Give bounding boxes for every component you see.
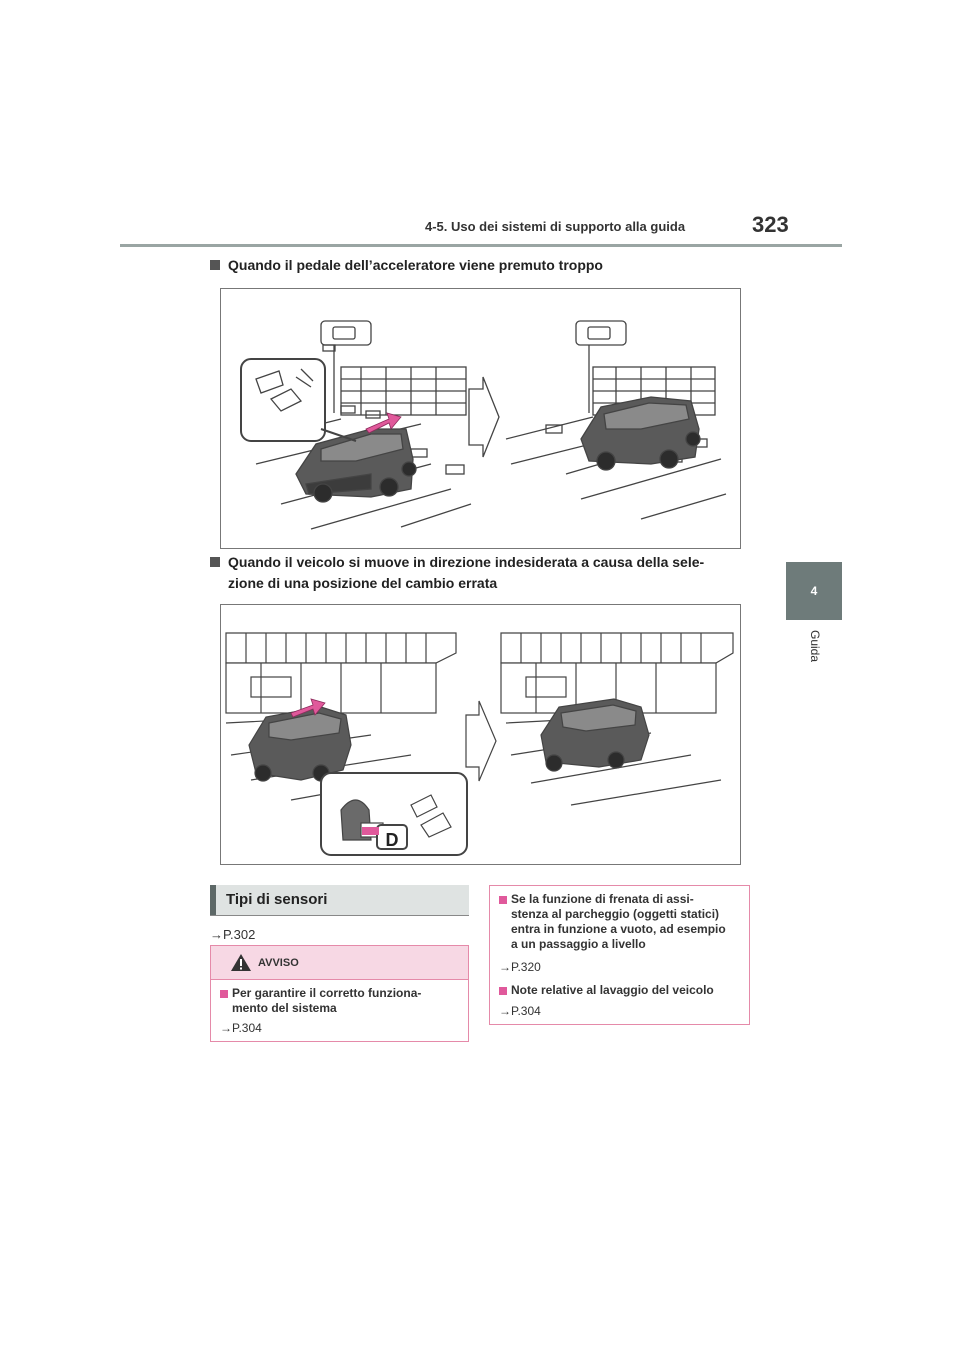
pink-square-bullet-icon: [220, 990, 228, 998]
sensor-heading-rule: [210, 915, 469, 916]
sensor-types-reference[interactable]: →P.302: [210, 927, 256, 942]
page-number: 323: [752, 212, 789, 237]
chapter-number: 4: [810, 584, 818, 598]
warning-item-heading: Per garantire il corretto funziona-mento…: [232, 986, 422, 1015]
sensor-types-heading: Tipi di sensori: [226, 891, 328, 908]
square-bullet-icon: [210, 557, 220, 567]
illustration-wrong-gear: D: [220, 604, 741, 865]
warning-box: AVVISO Per garantire il corretto funzion…: [210, 945, 469, 1042]
section-heading-wrong-gear: Quando il veicolo si muove in direzione …: [210, 552, 704, 594]
chapter-label: Guida: [790, 628, 840, 672]
section-heading-accelerator: Quando il pedale dell’acceleratore viene…: [210, 255, 603, 276]
notes-box: Se la funzione di frenata di assi-stenza…: [489, 885, 750, 1025]
warning-title: AVVISO: [258, 957, 299, 969]
warning-header: AVVISO: [211, 946, 468, 980]
header-divider: [120, 244, 842, 247]
chapter-label-text: Guida: [808, 630, 822, 663]
notes-item2-heading: Note relative al lavaggio del veicolo: [511, 983, 714, 997]
running-header-title: 4-5. Uso dei sistemi di supporto alla gu…: [425, 219, 686, 234]
notes-item1-heading: Se la funzione di frenata di assi-stenza…: [511, 892, 726, 951]
warning-item-reference[interactable]: →P.304: [220, 1021, 262, 1035]
pink-square-bullet-icon: [499, 987, 507, 995]
gear-letter: D: [386, 830, 399, 850]
chapter-tab[interactable]: 4: [786, 562, 842, 620]
square-bullet-icon: [210, 260, 220, 270]
pink-square-bullet-icon: [499, 896, 507, 904]
illustration-parking-accelerator: [220, 288, 741, 549]
notes-item2-reference[interactable]: →P.304: [499, 1004, 541, 1018]
sensor-types-heading-bar: Tipi di sensori: [210, 885, 469, 915]
warning-triangle-icon: [231, 954, 251, 971]
notes-item1-reference[interactable]: →P.320: [499, 960, 541, 974]
